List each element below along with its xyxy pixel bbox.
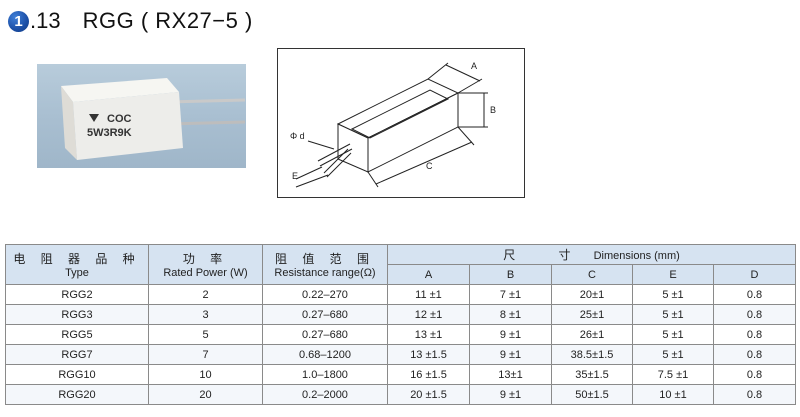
cell-dim-e: 5 ±1 (632, 344, 714, 365)
cell-dim-a: 20 ±1.5 (387, 384, 470, 405)
cell-dim-c: 26±1 (551, 324, 633, 345)
cell-dim-a: 13 ±1.5 (387, 344, 470, 365)
cell-type: RGG7 (5, 344, 149, 365)
table-row: RGG5 5 0.27–680 13 ±1 9 ±1 26±1 5 ±1 0.8 (5, 324, 797, 345)
header-power: 功 率 Rated Power (W) (148, 244, 263, 285)
cell-type: RGG5 (5, 324, 149, 345)
section-number-bullet-icon: 1 (8, 10, 29, 32)
table-row: RGG20 20 0.2–2000 20 ±1.5 9 ±1 50±1.5 10… (5, 384, 797, 405)
cell-dim-c: 20±1 (551, 284, 633, 305)
cell-dim-c: 25±1 (551, 304, 633, 325)
cell-dim-b: 9 ±1 (469, 384, 552, 405)
brand-logo-icon (89, 114, 99, 122)
cell-power: 7 (148, 344, 263, 365)
cell-dim-a: 13 ±1 (387, 324, 470, 345)
cell-power: 5 (148, 324, 263, 345)
section-number: .13 (30, 8, 61, 33)
cell-dim-b: 13±1 (469, 364, 552, 385)
cell-range: 0.27–680 (262, 324, 388, 345)
header-type: 电 阻 器 品 种 Type (5, 244, 149, 285)
table-row: RGG10 10 1.0–1800 16 ±1.5 13±1 35±1.5 7.… (5, 364, 797, 385)
table-row: RGG3 3 0.27–680 12 ±1 8 ±1 25±1 5 ±1 0.8 (5, 304, 797, 325)
resistor-marking-line2: 5W3R9K (87, 127, 132, 139)
cell-power: 20 (148, 384, 263, 405)
header-range: 阻 值 范 围 Resistance range(Ω) (262, 244, 388, 285)
cell-dim-b: 7 ±1 (469, 284, 552, 305)
cell-range: 0.2–2000 (262, 384, 388, 405)
table-row: RGG7 7 0.68–1200 13 ±1.5 9 ±1 38.5±1.5 5… (5, 344, 797, 365)
dim-label-e: E (292, 171, 298, 181)
cell-dim-d: 0.8 (712, 284, 797, 305)
cell-type: RGG10 (5, 364, 149, 385)
cell-type: RGG3 (5, 304, 149, 325)
cell-type: RGG20 (5, 384, 149, 405)
dimension-diagram: A B C Φ d E (277, 48, 525, 198)
dim-label-d: Φ d (290, 131, 305, 141)
cell-dim-d: 0.8 (712, 344, 797, 365)
header-dim-c: C (551, 264, 633, 285)
cell-dim-b: 9 ±1 (469, 324, 552, 345)
cell-dim-e: 5 ±1 (632, 304, 714, 325)
header-dimensions: 尺 寸 Dimensions (mm) (386, 244, 797, 265)
cell-power: 3 (148, 304, 263, 325)
dim-label-a: A (471, 61, 477, 71)
header-dim-e: E (632, 264, 714, 285)
cell-range: 1.0–1800 (262, 364, 388, 385)
cell-dim-e: 5 ±1 (632, 324, 714, 345)
cell-dim-b: 8 ±1 (469, 304, 552, 325)
cell-dim-a: 11 ±1 (387, 284, 470, 305)
resistor-photo-illustration: COC 5W3R9K (61, 78, 246, 160)
dim-label-c: C (426, 161, 433, 171)
cell-dim-d: 0.8 (712, 324, 797, 345)
cell-dim-d: 0.8 (712, 364, 797, 385)
spec-table: 电 阻 器 品 种 Type 功 率 Rated Power (W) 阻 值 范… (5, 244, 797, 405)
table-row: RGG2 2 0.22–270 11 ±1 7 ±1 20±1 5 ±1 0.8 (5, 284, 797, 305)
section-title: 1 .13 RGG ( RX27−5 ) (8, 6, 253, 36)
cell-dim-c: 38.5±1.5 (551, 344, 633, 365)
cell-power: 10 (148, 364, 263, 385)
cell-range: 0.22–270 (262, 284, 388, 305)
cell-dim-a: 12 ±1 (387, 304, 470, 325)
resistor-marking-line1: COC (107, 113, 132, 125)
cell-range: 0.27–680 (262, 304, 388, 325)
cell-dim-c: 35±1.5 (551, 364, 633, 385)
header-dim-b: B (469, 264, 552, 285)
cell-range: 0.68–1200 (262, 344, 388, 365)
cell-dim-d: 0.8 (712, 384, 797, 405)
cell-dim-b: 9 ±1 (469, 344, 552, 365)
product-name: RGG ( RX27−5 ) (82, 8, 253, 33)
cell-dim-a: 16 ±1.5 (387, 364, 470, 385)
cell-dim-c: 50±1.5 (551, 384, 633, 405)
dimension-drawing: A B C Φ d E (290, 61, 496, 188)
cell-power: 2 (148, 284, 263, 305)
cell-dim-e: 7.5 ±1 (632, 364, 714, 385)
cell-dim-e: 5 ±1 (632, 284, 714, 305)
dim-label-b: B (490, 105, 496, 115)
header-dim-d: D (712, 264, 797, 285)
resistor-photo: COC 5W3R9K (37, 64, 246, 168)
header-dim-a: A (387, 264, 470, 285)
cell-type: RGG2 (5, 284, 149, 305)
cell-dim-d: 0.8 (712, 304, 797, 325)
cell-dim-e: 10 ±1 (632, 384, 714, 405)
